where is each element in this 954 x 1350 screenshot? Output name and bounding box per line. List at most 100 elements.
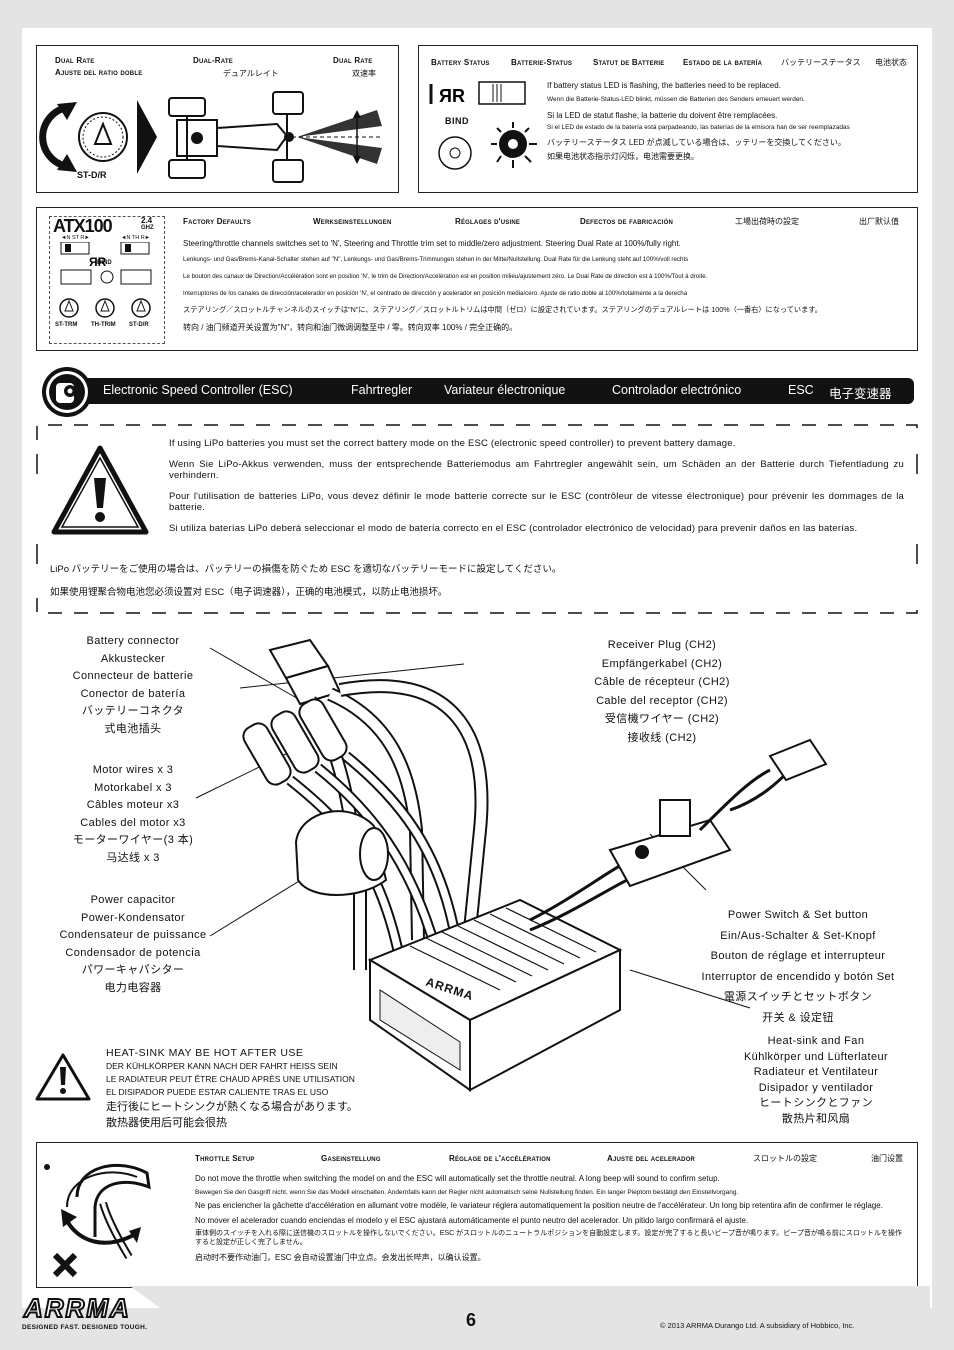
throttle-line-en: Do not move the throttle when switching … — [195, 1174, 720, 1183]
callout-motor-wires-es: Cables del motor x3 — [80, 816, 186, 829]
battery-status-line-de: Wenn die Batterie-Status-LED blinkt, müs… — [547, 96, 805, 103]
esc-title-cn: 电子变速器 — [829, 387, 892, 401]
throttle-line-de: Bewegen Sie den Gasgriff nicht, wenn Sie… — [195, 1189, 739, 1196]
throttle-line-jp: 車体側のスイッチを入れる際に送信機のスロットルを操作しないでください。ESC が… — [195, 1230, 902, 1246]
battery-status-line-cn: 如果电池状态指示灯闪烁，电池需要更换。 — [547, 152, 699, 161]
arrma-tagline: DESIGNED FAST. DESIGNED TOUGH. — [22, 1324, 148, 1331]
warning-triangle-icon — [51, 445, 149, 535]
warning-dashed-frame — [36, 424, 918, 614]
callout-heatsink-fan: Heat-sink and Fan Kühlkörper und Lüfterl… — [730, 1034, 902, 1127]
dual-rate-panel: Dual Rate Ajuste del ratio doble Dual-Ra… — [36, 45, 399, 193]
callout-motor-wires-en: Motor wires x 3 — [92, 764, 174, 776]
factory-header-de: Werkseinstellungen — [313, 217, 392, 226]
callout-receiver-plug-fr: Câble de récepteur (CH2) — [594, 676, 730, 688]
lipo-warning-es: Si utiliza baterías LiPo deberá seleccio… — [169, 523, 858, 534]
callout-power-switch: Power Switch & Set button Ein/Aus-Schalt… — [674, 905, 922, 1028]
factory-header-es: Defectos de fabricación — [580, 217, 674, 226]
factory-header-jp: 工場出荷時の設定 — [735, 217, 799, 226]
knob-label-st-dr: ST-D/R — [129, 322, 149, 328]
battery-status-line-fr: Si la LED de statut flashe, la batterie … — [547, 111, 778, 120]
factory-line-es: Interruptores de los canales de direcció… — [183, 290, 688, 297]
factory-defaults-text: Steering/throttle channels switches set … — [183, 238, 909, 333]
callout-power-capacitor-jp: パワーキャパシター — [81, 964, 185, 976]
callout-motor-wires-fr: Câbles moteur x3 — [86, 799, 180, 811]
st-dr-knob-label: ST-D/R — [77, 170, 107, 180]
copyright-text: © 2013 ARRMA Durango Ltd. A subsidiary o… — [660, 1321, 855, 1330]
throttle-setup-panel: Throttle Setup Gaseinstellung Réglage de… — [36, 1142, 918, 1288]
callout-power-switch-es: Interruptor de encendido y botón Set — [701, 970, 895, 983]
heatsink-warning-fr: LE RADIATEUR PEUT ÊTRE CHAUD APRÈS UNE U… — [106, 1074, 355, 1084]
callout-receiver-plug-jp: 受信機ワイヤー (CH2) — [604, 713, 720, 725]
atx100-brand: ATX100 — [53, 216, 113, 236]
factory-defaults-panel: ATX100 2.4 GHZ ◄N ST R► ◄N TH R► ЯR BIND… — [36, 207, 918, 351]
transmitter-led-illustration: ЯR — [429, 81, 537, 170]
callout-motor-wires-de: Motorkabel x 3 — [94, 781, 172, 794]
callout-receiver-plug-cn: 接收线 (CH2) — [627, 731, 697, 744]
esc-diagram — [195, 638, 828, 1092]
factory-bind-label: BIND — [97, 260, 112, 266]
page-number: 6 — [466, 1310, 477, 1330]
callout-battery-connector-fr: Connecteur de batterie — [72, 670, 194, 682]
lipo-warning-cn: 如果使用锂聚合物电池您必须设置对 ESC（电子调速器），正确的电池模式，以防止电… — [50, 587, 448, 598]
factory-line-de: Lenkungs- und Gas/Brems-Kanal-Schalter s… — [183, 256, 689, 263]
lipo-warning-jp: LiPo バッテリーをご使用の場合は、バッテリーの損傷を防ぐため ESC を適切… — [50, 564, 562, 575]
callout-battery-connector-en: Battery connector — [86, 635, 180, 647]
throttle-header-cn: 油门设置 — [871, 1154, 903, 1163]
callout-battery-connector-es: Conector de batería — [80, 687, 186, 700]
st-trim-label: ◄N ST R► — [61, 235, 90, 241]
callout-power-switch-jp: 電源スイッチとセットボタン — [723, 991, 873, 1003]
callout-power-capacitor-de: Power-Kondensator — [80, 911, 186, 924]
callout-heatsink-fan-fr: Radiateur et Ventilateur — [753, 1066, 879, 1078]
callout-motor-wires-cn: 马达线 x 3 — [106, 851, 160, 864]
atx100-brand-sup: 2.4 — [141, 216, 153, 225]
battery-status-line-es: Si el LED de estado de la batería está p… — [547, 124, 850, 131]
factory-header-en: Factory Defaults — [183, 217, 251, 226]
callout-motor-wires-jp: モーターワイヤー(3 本) — [72, 834, 194, 846]
throttle-header-de: Gaseinstellung — [321, 1154, 381, 1163]
dual-rate-label-jp: デュアルレイト — [223, 69, 279, 78]
dual-rate-label-es: Ajuste del ratio doble — [55, 68, 143, 77]
battery-status-line-en: If battery status LED is flashing, the b… — [547, 81, 781, 90]
callout-heatsink-fan-es: Disipador y ventilador — [758, 1081, 874, 1094]
callout-battery-connector-de: Akkustecker — [100, 652, 166, 665]
heatsink-warning-text: HEAT-SINK MAY BE HOT AFTER USE DER KÜHLK… — [106, 1046, 358, 1131]
callout-heatsink-fan-de: Kühlkörper und Lüfterlateur — [743, 1050, 889, 1063]
battery-status-header-de: Batterie-Status — [511, 58, 573, 67]
throttle-trigger-illustration — [44, 1164, 151, 1278]
throttle-line-es: No mover el acelerador cuando enciendas … — [195, 1216, 749, 1225]
callout-power-switch-cn: 开关 & 设定钮 — [762, 1011, 834, 1024]
callout-receiver-plug-de: Empfängerkabel (CH2) — [601, 657, 723, 670]
knob-label-th-trim: TH-TRIM — [91, 322, 116, 328]
callout-receiver-plug-en: Receiver Plug (CH2) — [607, 639, 717, 651]
callout-power-capacitor-es: Condensador de potencia — [65, 946, 201, 959]
throttle-line-cn: 启动时不要作动油门，ESC 会自动设置油门中立点。会发出长哔声，以确认设置。 — [195, 1253, 486, 1262]
lipo-warning-fr: Pour l'utilisation de batteries LiPo, vo… — [169, 491, 904, 513]
transmitter-controls-illustration: ЯR — [59, 242, 152, 318]
factory-line-en: Steering/throttle channels switches set … — [183, 239, 681, 248]
battery-status-panel: Battery Status Batterie-Status Statut de… — [418, 45, 918, 193]
transmitter-face — [49, 216, 165, 344]
factory-line-cn: 转向 / 油门频道开关设置为"N"，转向和油门微调调整至中 / 零。转向双率 1… — [183, 323, 518, 332]
callout-power-switch-fr: Bouton de réglage et interrupteur — [710, 950, 886, 962]
heatsink-warning-cn: 散热器使用后可能会很热 — [106, 1117, 227, 1129]
dual-rate-label-fr: Dual Rate — [333, 56, 373, 65]
heatsink-warning-de: DER KÜHLKÖRPER KANN NACH DER FAHRT HEISS… — [106, 1061, 338, 1071]
throttle-line-fr: Ne pas enclencher la gâchette d'accéléra… — [195, 1201, 883, 1210]
esc-title-fr: Variateur électronique — [444, 383, 566, 397]
heatsink-warning-icon — [35, 1053, 91, 1101]
heatsink-warning-jp: 走行後にヒートシンクが熱くなる場合があります。 — [106, 1101, 358, 1113]
atx100-brand-sub: GHZ — [141, 225, 154, 231]
factory-header-fr: Réglages d'usine — [455, 217, 521, 226]
throttle-header-fr: Réglage de l'accélération — [449, 1154, 551, 1163]
battery-status-header-es: Estado de la batería — [683, 58, 763, 67]
heatsink-warning-en: HEAT-SINK MAY BE HOT AFTER USE — [106, 1047, 304, 1059]
battery-status-header-jp: バッテリーステータス — [781, 58, 861, 67]
battery-status-line-jp: バッテリーステータス LED が点滅している場合は、ッテリーを交換してください。 — [547, 138, 846, 147]
throttle-header-jp: スロットルの設定 — [753, 1154, 817, 1163]
esc-title-en: Electronic Speed Controller (ESC) — [103, 383, 293, 397]
callout-heatsink-fan-cn: 散热片和风扇 — [781, 1112, 851, 1125]
callout-heatsink-fan-en: Heat-sink and Fan — [767, 1035, 865, 1047]
svg-text:ЯR: ЯR — [439, 86, 465, 106]
battery-status-header-fr: Statut de Batterie — [593, 58, 665, 67]
lipo-warning-en: If using LiPo batteries you must set the… — [169, 438, 736, 449]
